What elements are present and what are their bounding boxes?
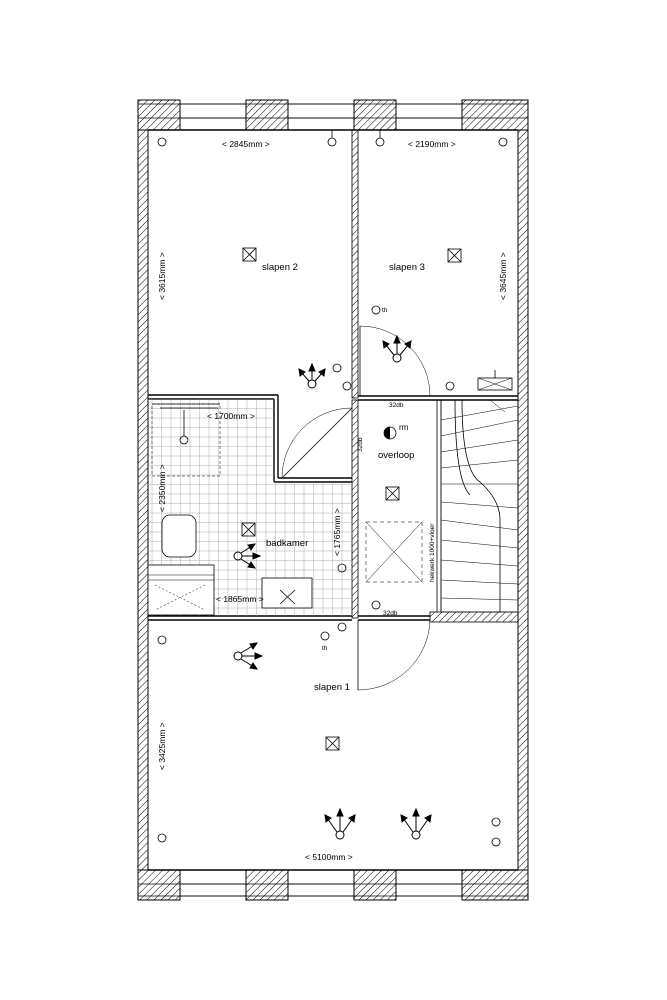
pillar [137,869,181,901]
pillar [137,99,181,131]
ceiling-light-icon [242,247,257,262]
switch-icon [382,334,412,363]
pillar [353,99,397,131]
thermostat-label-2: th [322,645,328,652]
switch-icon [400,807,432,840]
pillar [245,99,289,131]
socket-icon [157,137,167,147]
switch-icon [233,642,264,670]
ceiling-light-icon [241,522,256,537]
toilet [161,514,197,558]
stair-rail-note: hekwerk 1000+vloer [429,523,436,582]
socket-icon [327,130,337,147]
dimension-bath-width: < 1700mm > [207,411,255,421]
socket-icon [491,837,501,847]
shower-tray [261,577,313,609]
ventilation-unit-icon [477,370,513,391]
ceiling-light-icon [385,486,400,501]
socket-icon [371,600,381,610]
dimension-right-top: < 3645mm > [498,252,508,300]
socket-icon [157,635,167,645]
room-label-overloop: overloop [378,450,414,461]
thermostat-label: th [382,307,388,314]
facade-bottom [137,869,529,901]
switch-icon [298,362,326,389]
socket-icon [332,363,342,373]
ceiling-light-icon [325,736,340,751]
socket-icon [498,137,508,147]
socket-icon [342,381,352,391]
room-label-slapen-2: slapen 2 [262,262,298,273]
pillar [245,869,289,901]
dimension-left-top: < 3615mm > [157,252,167,300]
party-wall-right [517,129,529,871]
socket-icon [375,130,385,147]
staircase [440,399,519,613]
smoke-detector-icon [383,426,397,440]
smoke-detector-label: rm [399,423,409,432]
switch-icons [233,334,432,840]
room-label-slapen-1: slapen 1 [314,682,350,693]
ceiling-light-icon [447,248,462,263]
vanity [147,564,215,616]
socket-icon [445,381,455,391]
dimension-left-bottom: < 3425mm > [157,722,167,770]
socket-icon [157,833,167,843]
outlets [157,130,513,847]
switch-icon [324,807,356,840]
pillar [461,99,529,131]
socket-icon [371,305,381,315]
pillar [461,869,529,901]
dimension-bottom-width: < 5100mm > [305,852,353,862]
dimension-slapen-3-width: < 2190mm > [408,139,456,149]
socket-icon [320,631,330,641]
switch-icon [233,543,262,569]
pillar [353,869,397,901]
socket-icon [337,622,347,632]
facade-top [137,99,529,131]
room-label-badkamer: badkamer [266,538,308,549]
door-note-side: 32db [357,437,364,452]
dimension-bath-height: < 2350mm > [157,464,167,512]
bathroom [147,399,352,616]
socket-icon [337,563,347,573]
socket-icon [491,817,501,827]
door-note-bottom: 32db [383,610,398,617]
door-note-top: 32db [389,402,404,409]
dimension-bath-bottom-width: < 1865mm > [216,594,264,604]
dimension-bath-inner-height: < 1765mm > [332,508,342,556]
ceiling-lights [241,247,462,751]
dimension-slapen-2-width: < 2845mm > [222,139,270,149]
doors [281,325,431,691]
room-label-slapen-3: slapen 3 [389,262,425,273]
party-wall-left [137,129,149,871]
